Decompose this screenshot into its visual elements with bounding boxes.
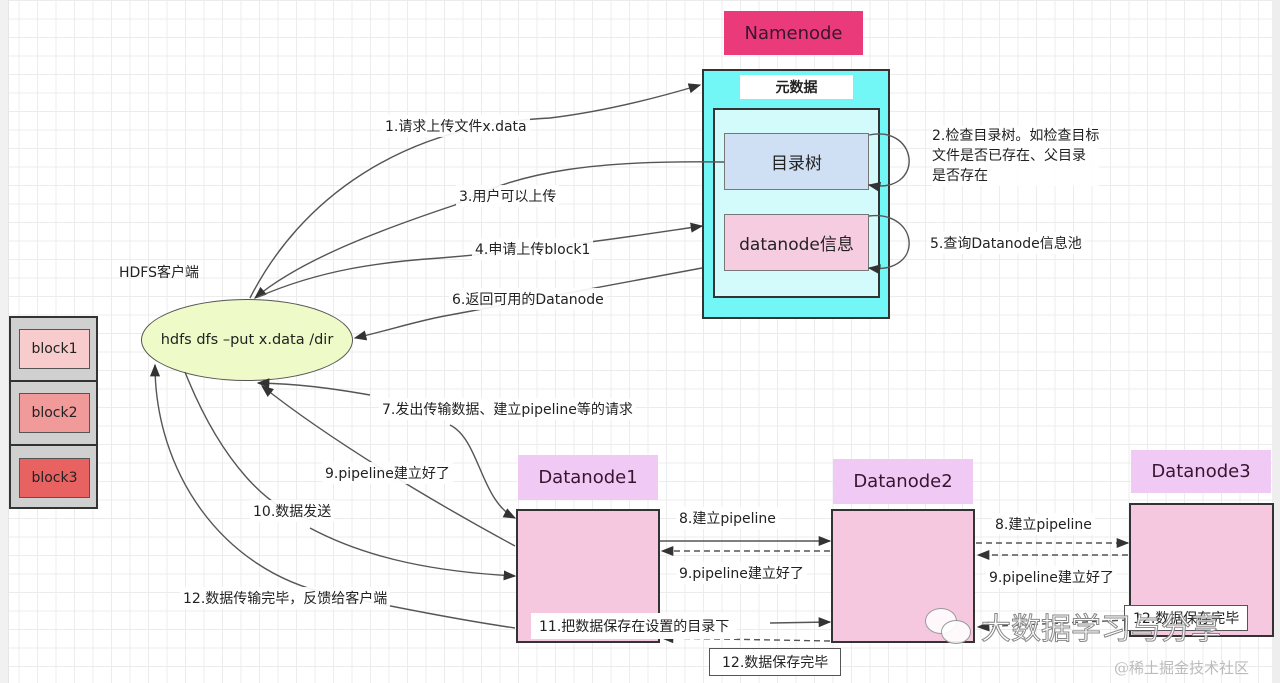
namenode-title-text: Namenode	[744, 22, 843, 44]
datanode1-title-text: Datanode1	[538, 467, 638, 488]
metadata-label: 元数据	[740, 75, 853, 99]
block-item: block1	[19, 329, 90, 369]
step12-dn3-label: 12.数据保存完毕	[1124, 605, 1249, 631]
datanode3-title: Datanode3	[1131, 450, 1271, 493]
step3-label: 3.用户可以上传	[456, 185, 560, 207]
client-command-ellipse: hdfs dfs –put x.data /dir	[141, 299, 353, 381]
block-label: block3	[31, 470, 78, 486]
step9b-label: 9.pipeline建立好了	[986, 566, 1117, 588]
block-item: block2	[19, 393, 90, 433]
datanode-info-box: datanode信息	[724, 214, 869, 271]
datanode2-title: Datanode2	[833, 459, 973, 504]
right-edge-strip	[1272, 0, 1280, 683]
arrow-step4	[257, 222, 704, 298]
step1-label: 1.请求上传文件x.data	[382, 115, 530, 137]
client-command-text: hdfs dfs –put x.data /dir	[160, 332, 334, 348]
block-item: block3	[19, 458, 90, 498]
step8a-label: 8.建立pipeline	[676, 507, 779, 529]
wechat-watermark: 大数据学习与分享	[925, 604, 1222, 648]
directory-tree-text: 目录树	[771, 154, 822, 174]
step2-label: 2.检查目录树。如检查目标 文件是否已存在、父目录 是否存在	[932, 126, 1100, 186]
wechat-watermark-text: 大数据学习与分享	[981, 612, 1222, 648]
datanode3-title-text: Datanode3	[1151, 461, 1251, 482]
step6-label: 6.返回可用的Datanode	[449, 288, 607, 310]
step12-client-label: 12.数据传输完毕，反馈给客户端	[180, 587, 391, 609]
step11-label: 11.把数据保存在设置的目录下	[531, 613, 738, 639]
step9-client-label: 9.pipeline建立好了	[322, 462, 453, 484]
step7-label: 7.发出传输数据、建立pipeline等的请求	[379, 398, 636, 420]
step2-line: 2.检查目录树。如检查目标	[932, 128, 1100, 144]
namenode-title: Namenode	[724, 11, 863, 55]
metadata-label-text: 元数据	[775, 80, 818, 96]
step12-dn2-label: 12.数据保存完毕	[709, 648, 842, 676]
step9a-label: 9.pipeline建立好了	[676, 562, 807, 584]
arrow-step11	[769, 617, 832, 628]
block-label: block2	[31, 405, 78, 421]
step5-label: 5.查询Datanode信息池	[927, 232, 1085, 254]
arrow-step7-to-dn1	[449, 424, 517, 519]
blocks-divider	[11, 380, 96, 382]
arrow-step3	[254, 161, 725, 299]
step8b-label: 8.建立pipeline	[992, 513, 1095, 535]
block-label: block1	[31, 341, 78, 357]
site-watermark: @稀土掘金技术社区	[1114, 659, 1250, 677]
directory-tree-box: 目录树	[724, 133, 869, 190]
blocks-divider	[11, 444, 96, 446]
datanode-info-text: datanode信息	[739, 235, 854, 255]
wechat-icon	[925, 606, 975, 646]
client-label: HDFS客户端	[119, 265, 200, 281]
datanode2-title-text: Datanode2	[853, 471, 953, 492]
step4-label: 4.申请上传block1	[472, 238, 594, 260]
step2-line: 是否存在	[932, 168, 988, 184]
arrow-step7	[256, 378, 371, 396]
left-edge-strip	[0, 0, 9, 683]
datanode1-title: Datanode1	[518, 455, 658, 500]
step2-line: 文件是否已存在、父目录	[932, 148, 1086, 164]
step10-label: 10.数据发送	[250, 500, 335, 522]
